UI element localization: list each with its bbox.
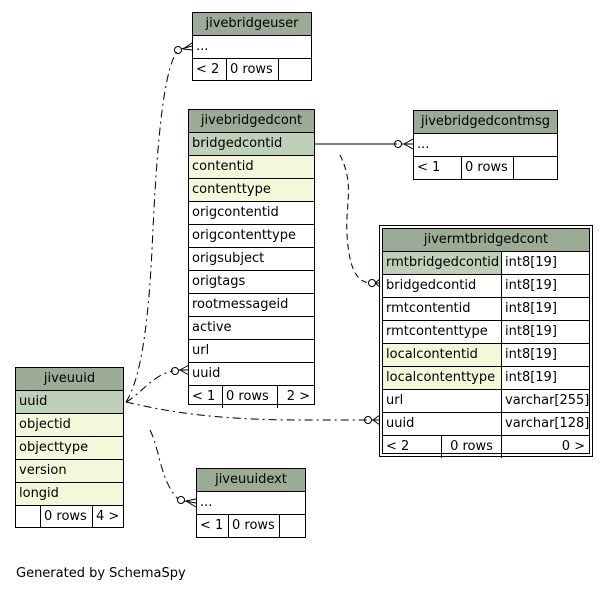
table-jivebridgeuser[interactable]: jivebridgeuser ... < 2 0 rows — [192, 12, 312, 81]
column-objecttype: objecttype — [19, 440, 89, 455]
column-localcontentid: localcontentid — [383, 344, 501, 366]
edge-bridgedcont-to-rmtbridgedcont — [339, 154, 371, 284]
column-origcontenttype: origcontenttype — [192, 228, 296, 243]
column-origsubject: origsubject — [192, 251, 265, 266]
edge-uuid-to-bridgeuser — [125, 49, 179, 403]
table-title: jivebridgedcontmsg — [414, 111, 557, 134]
table-jiveuuid[interactable]: jiveuuid uuid objectid objecttype versio… — [15, 367, 124, 528]
column-active: active — [192, 320, 232, 335]
table-title: jivebridgeuser — [193, 13, 311, 36]
column-version: version — [19, 463, 67, 478]
children-count — [513, 157, 557, 179]
more-columns: ... — [196, 39, 209, 54]
column-type: int8[19] — [501, 367, 589, 389]
crowfoot-bridgedcontmsg — [394, 138, 414, 150]
table-jivermtbridgedcont[interactable]: jivermtbridgedcont rmtbridgedcontid int8… — [379, 225, 593, 458]
parents-count — [16, 506, 40, 528]
column-localcontenttype: localcontenttype — [383, 367, 501, 389]
crowfoot-bridgeuser — [174, 42, 193, 54]
parents-count: < 1 — [417, 160, 441, 175]
column-longid: longid — [19, 486, 59, 501]
column-uuid: uuid — [386, 416, 415, 431]
row-count: 0 rows — [226, 59, 278, 81]
table-jivebridgedcont[interactable]: jivebridgedcont bridgedcontid contentid … — [188, 109, 315, 408]
parents-count: < 1 — [200, 518, 224, 533]
column-bridgedcontid: bridgedcontid — [192, 136, 283, 151]
parents-count: < 2 — [196, 62, 220, 77]
column-type: int8[19] — [501, 252, 589, 274]
parents-count: < 2 — [386, 439, 410, 454]
column-objectid: objectid — [19, 417, 71, 432]
column-rmtcontentid: rmtcontentid — [386, 301, 471, 316]
column-type: int8[19] — [501, 298, 589, 320]
crowfoot-rmtbridgedcont-uuid — [364, 414, 381, 426]
edge-uuid-to-bridgedcont — [125, 370, 174, 403]
column-type: varchar[128] — [501, 413, 589, 435]
row-count: 0 rows — [40, 506, 92, 528]
column-origtags: origtags — [192, 274, 246, 289]
column-contentid: contentid — [192, 159, 254, 174]
row-count: 0 rows — [441, 436, 501, 458]
table-jivebridgedcontmsg[interactable]: jivebridgedcontmsg ... < 1 0 rows — [413, 110, 558, 180]
children-count: 2 > — [277, 386, 314, 408]
column-uuid: uuid — [192, 366, 221, 381]
more-columns: ... — [200, 495, 213, 510]
column-rmtbridgedcontid: rmtbridgedcontid — [383, 252, 501, 274]
children-count — [278, 59, 311, 81]
children-count: 4 > — [92, 506, 123, 528]
crowfoot-rmtbridgedcont-bridgedcontid — [368, 278, 381, 288]
parents-count: < 1 — [192, 389, 216, 404]
column-rmtcontenttype: rmtcontenttype — [386, 324, 488, 339]
table-title: jiveuuid — [16, 368, 123, 391]
edge-uuid-to-uuidext — [149, 429, 179, 500]
row-count: 0 rows — [228, 515, 279, 537]
column-url: url — [386, 393, 404, 408]
table-title: jiveuuidext — [197, 469, 305, 492]
generated-by-credit: Generated by SchemaSpy — [16, 566, 186, 581]
column-type: int8[19] — [501, 344, 589, 366]
table-title: jivebridgedcont — [189, 110, 314, 133]
table-title: jivermtbridgedcont — [383, 229, 589, 252]
column-contenttype: contenttype — [192, 182, 271, 197]
column-bridgedcontid: bridgedcontid — [386, 278, 477, 293]
more-columns: ... — [417, 137, 430, 152]
children-count — [279, 515, 305, 537]
column-url: url — [192, 343, 210, 358]
row-count: 0 rows — [222, 386, 277, 408]
column-rootmessageid: rootmessageid — [192, 297, 289, 312]
edge-uuid-to-rmtbridgedcont — [125, 401, 370, 421]
crowfoot-bridgedcont-uuid — [171, 364, 190, 376]
children-count: 0 > — [501, 436, 589, 458]
column-origcontentid: origcontentid — [192, 205, 279, 220]
column-uuid: uuid — [19, 394, 48, 409]
crowfoot-uuidext — [177, 496, 197, 508]
column-type: varchar[255] — [501, 390, 589, 412]
table-jiveuuidext[interactable]: jiveuuidext ... < 1 0 rows — [196, 468, 306, 538]
row-count: 0 rows — [461, 157, 513, 179]
column-type: int8[19] — [501, 275, 589, 297]
column-type: int8[19] — [501, 321, 589, 343]
